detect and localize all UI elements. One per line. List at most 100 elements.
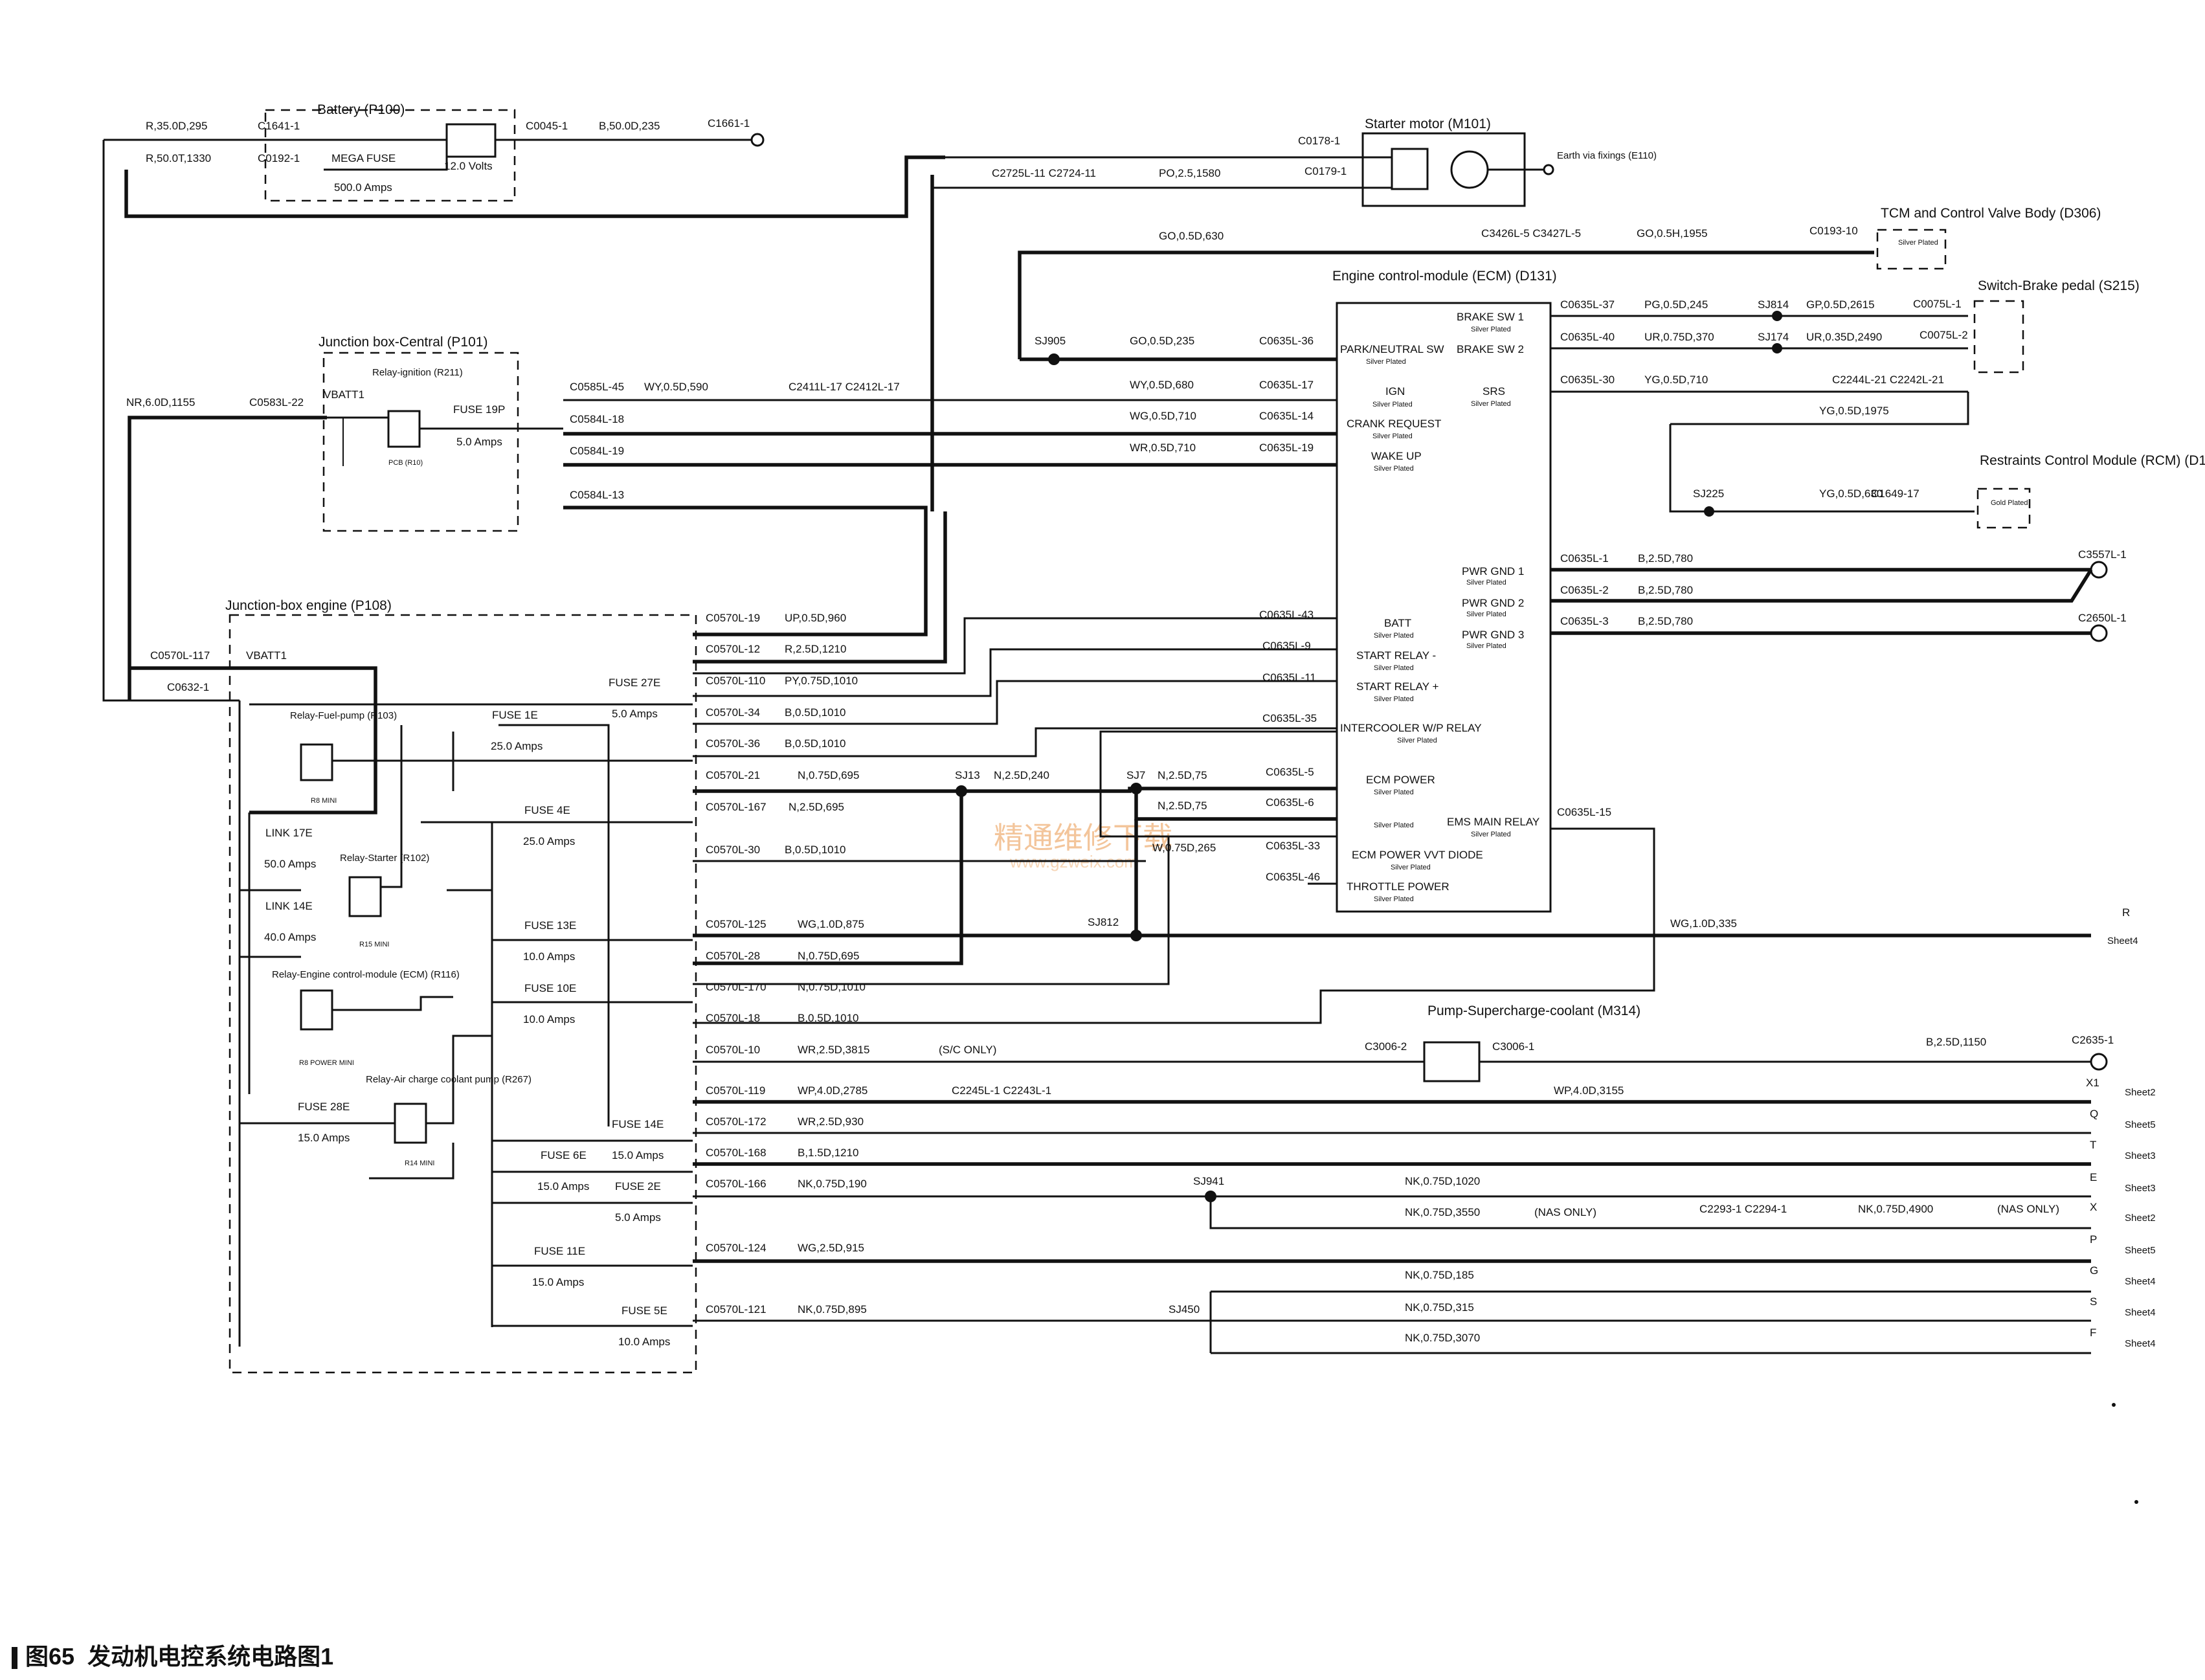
tcm-d306: TCM and Control Valve Body (D306) Silver… [1018, 206, 2101, 359]
svg-text:NK,0.75D,315: NK,0.75D,315 [1405, 1301, 1474, 1314]
svg-text:W,0.75D,265: W,0.75D,265 [1152, 842, 1216, 854]
svg-text:C2245L-1 C2243L-1: C2245L-1 C2243L-1 [952, 1084, 1051, 1097]
ecm-left-pin-10: C0635L-33 [1266, 840, 1320, 852]
svg-text:B,0.5D,1010: B,0.5D,1010 [785, 737, 846, 750]
fuse-6e: FUSE 6E [541, 1149, 587, 1161]
fuse-27e: FUSE 27E [609, 677, 660, 689]
engine-vbatt: VBATT1 [246, 649, 287, 662]
svg-text:Sheet3: Sheet3 [2125, 1183, 2156, 1194]
figure-number: 图65 [25, 1643, 75, 1670]
link-17e: LINK 17E [265, 827, 313, 839]
ecm-title: Engine control-module (ECM) (D131) [1332, 269, 1557, 284]
svg-text:15.0 Amps: 15.0 Amps [298, 1132, 350, 1144]
svg-text:WR,2.5D,3815: WR,2.5D,3815 [798, 1044, 870, 1056]
svg-text:15.0 Amps: 15.0 Amps [537, 1180, 589, 1193]
ecm-fn-park-neutral: PARK/NEUTRAL SW [1340, 343, 1444, 355]
brake-switch-conn1: C0075L-1 [1913, 298, 1962, 310]
central-pcb: PCB (R10) [388, 459, 423, 467]
svg-text:NK,0.75D,190: NK,0.75D,190 [798, 1178, 867, 1190]
central-out-1: C0584L-18 [570, 413, 624, 425]
starter-earth: Earth via fixings (E110) [1557, 150, 1657, 161]
svg-text:G: G [2090, 1264, 2098, 1277]
ecm-left-pin-1: C0635L-17 [1259, 379, 1314, 391]
svg-text:Relay-Air charge coolant pump: Relay-Air charge coolant pump (R267) [366, 1074, 532, 1085]
ground-c2635-icon [2090, 1053, 2108, 1071]
ecm-left-pin-11: C0635L-46 [1266, 871, 1320, 883]
central-fuse: FUSE 19P [453, 403, 505, 416]
svg-text:5.0 Amps: 5.0 Amps [612, 708, 658, 720]
ecm-right-pin-3: C0635L-1 [1560, 552, 1609, 565]
central-box-title: Junction box-Central (P101) [319, 335, 487, 350]
svg-text:R8 POWER MINI: R8 POWER MINI [299, 1059, 354, 1067]
svg-text:Silver Plated: Silver Plated [1374, 465, 1414, 473]
svg-text:Sheet2: Sheet2 [2125, 1087, 2156, 1098]
ecm-fn-ign: IGN [1385, 385, 1405, 398]
svg-text:X: X [2090, 1201, 2097, 1213]
sj450-label: SJ450 [1169, 1303, 1200, 1316]
svg-text:Silver Plated: Silver Plated [1374, 895, 1414, 903]
ecm-left-pin-7: C0635L-35 [1262, 712, 1317, 724]
brake-switch-conn2: C0075L-2 [1920, 329, 1968, 341]
svg-text:X1: X1 [2086, 1077, 2099, 1089]
svg-text:N,2.5D,75: N,2.5D,75 [1158, 769, 1207, 781]
ecm-right-pin-0: C0635L-37 [1560, 298, 1615, 311]
srs-inline: C2244L-21 C2242L-21 [1832, 374, 1944, 386]
svg-text:Silver Plated: Silver Plated [1372, 432, 1413, 440]
battery-wire-bottom: R,50.0T,1330 [146, 152, 211, 164]
svg-text:Silver Plated: Silver Plated [1374, 632, 1414, 640]
gnd1-conn: C3557L-1 [2078, 548, 2127, 561]
ecm-left-pin-2: C0635L-14 [1259, 410, 1314, 422]
rcm-wire: YG,0.5D,630 [1819, 487, 1883, 500]
svg-text:C0570L-19: C0570L-19 [706, 612, 760, 624]
fuse-1e: FUSE 1E [492, 709, 538, 721]
svg-text:Sheet4: Sheet4 [2125, 1307, 2156, 1318]
sj7-label: SJ7 [1126, 769, 1145, 781]
svg-text:Silver Plated: Silver Plated [1374, 822, 1414, 829]
ecm-right-pin-1: C0635L-40 [1560, 331, 1615, 343]
ecm-left-pin-9: C0635L-6 [1266, 796, 1314, 809]
pump-title: Pump-Supercharge-coolant (M314) [1427, 1003, 1640, 1018]
sj174-label: SJ174 [1758, 331, 1789, 343]
caption-bar [12, 1647, 17, 1670]
pump-conn-right: C3006-1 [1492, 1040, 1534, 1053]
svg-text:C0570L-12: C0570L-12 [706, 643, 760, 655]
rcm-title: Restraints Control Module (RCM) (D171) [1980, 453, 2205, 468]
svg-text:Sheet3: Sheet3 [2125, 1150, 2156, 1161]
svg-text:B,2.5D,780: B,2.5D,780 [1638, 552, 1693, 565]
svg-text:WP,4.0D,2785: WP,4.0D,2785 [798, 1084, 867, 1097]
svg-text:UR,0.35D,2490: UR,0.35D,2490 [1806, 331, 1882, 343]
relay-starter [348, 876, 382, 917]
battery-out-conn: C0045-1 [526, 120, 568, 132]
svg-text:YG,0.5D,1975: YG,0.5D,1975 [1819, 405, 1889, 417]
svg-text:T: T [2090, 1139, 2096, 1151]
svg-text:Silver Plated: Silver Plated [1466, 579, 1506, 587]
ecm-d131: Engine control-module (ECM) (D131) C0635… [1259, 269, 1615, 913]
svg-text:15.0 Amps: 15.0 Amps [532, 1276, 584, 1288]
ecm-fn-batt: BATT [1384, 617, 1411, 629]
relay-fuel-pump [300, 743, 333, 781]
fuse-10e: FUSE 10E [524, 982, 576, 994]
svg-text:10.0 Amps: 10.0 Amps [618, 1336, 670, 1348]
svg-text:NK,0.75D,3550: NK,0.75D,3550 [1405, 1206, 1480, 1218]
svg-text:WG,1.0D,875: WG,1.0D,875 [798, 918, 864, 930]
svg-text:WP,4.0D,3155: WP,4.0D,3155 [1554, 1084, 1624, 1097]
fuse-28e: FUSE 28E [298, 1101, 350, 1113]
central-vbatt: VBATT1 [324, 388, 364, 401]
svg-text:10.0 Amps: 10.0 Amps [523, 1013, 575, 1025]
fuse-13e: FUSE 13E [524, 919, 576, 932]
brake-switch-title: Switch-Brake pedal (S215) [1978, 278, 2140, 293]
svg-text:Silver Plated: Silver Plated [1471, 400, 1511, 408]
relay-air-charge [394, 1103, 427, 1144]
pump-conn-left: C3006-2 [1365, 1040, 1407, 1053]
battery-starter-cable [124, 155, 945, 218]
splice-sj814 [1772, 311, 1782, 321]
svg-text:PY,0.75D,1010: PY,0.75D,1010 [785, 675, 858, 687]
svg-text:25.0 Amps: 25.0 Amps [491, 740, 543, 752]
central-out-0: C0585L-45 [570, 381, 624, 393]
sj941-label: SJ941 [1193, 1175, 1224, 1187]
ecm-fn-intercooler: INTERCOOLER W/P RELAY [1340, 722, 1482, 734]
ground-c3557-icon [2090, 561, 2108, 579]
svg-text:N,0.75D,1010: N,0.75D,1010 [798, 981, 866, 993]
figure-caption: 图65 发动机电控系统电路图1 [12, 1638, 333, 1672]
